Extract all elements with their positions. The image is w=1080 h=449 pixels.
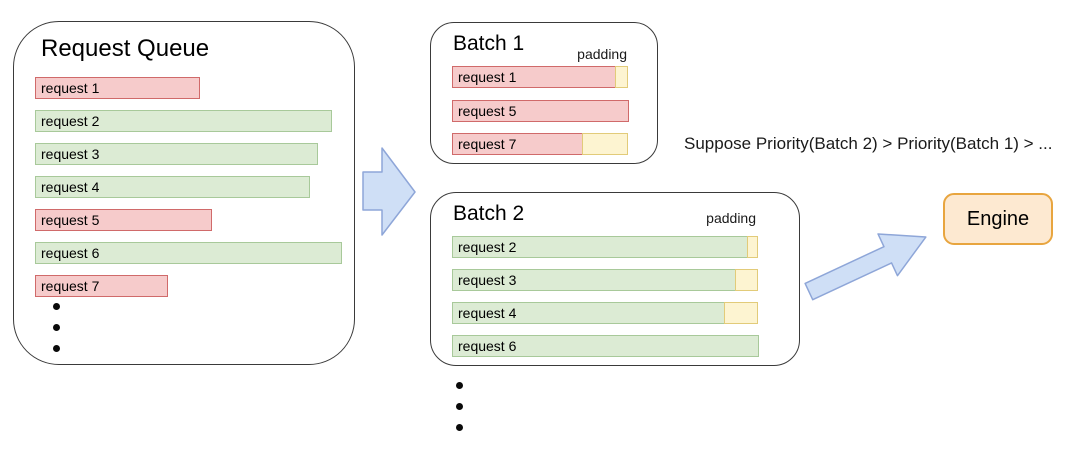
request-bar-row: request 4 xyxy=(35,176,310,198)
batch2-ellipsis-dots xyxy=(456,382,463,431)
queue-ellipsis-dots xyxy=(53,303,60,352)
request-bar: request 3 xyxy=(452,269,736,291)
request-bar-label: request 7 xyxy=(458,136,517,152)
padding-block xyxy=(746,236,758,258)
request-bar: request 4 xyxy=(35,176,310,198)
request-bar-row: request 1 xyxy=(452,66,628,88)
batch2-padding-label: padding xyxy=(706,210,756,226)
request-bar: request 1 xyxy=(452,66,616,88)
queue-to-batches-arrow-icon xyxy=(362,147,416,236)
batch2-rows: request 2 request 3 request 4 request 6 xyxy=(431,193,799,365)
request-bar-row: request 3 xyxy=(35,143,318,165)
padding-block xyxy=(734,269,758,291)
request-bar-row: request 7 xyxy=(35,275,168,297)
request-bar-label: request 3 xyxy=(41,146,100,162)
request-bar-row: request 2 xyxy=(452,236,758,258)
batch2-title: Batch 2 xyxy=(453,202,525,225)
padding-block xyxy=(723,302,758,324)
request-bar: request 6 xyxy=(452,335,759,357)
request-bar: request 4 xyxy=(452,302,725,324)
request-bar-label: request 2 xyxy=(458,239,517,255)
ellipsis-dot xyxy=(456,424,463,431)
request-bar: request 7 xyxy=(35,275,168,297)
batch1-title: Batch 1 xyxy=(453,32,525,55)
batches-to-engine-arrow-icon xyxy=(804,233,927,301)
request-bar-row: request 6 xyxy=(452,335,759,357)
request-bar-row: request 2 xyxy=(35,110,332,132)
request-bar-row: request 4 xyxy=(452,302,758,324)
request-bar-row: request 7 xyxy=(452,133,628,155)
request-bar-row: request 5 xyxy=(35,209,212,231)
padding-block xyxy=(614,66,628,88)
request-bar: request 3 xyxy=(35,143,318,165)
request-bar: request 2 xyxy=(452,236,748,258)
request-bar-label: request 6 xyxy=(41,245,100,261)
request-bar: request 5 xyxy=(452,100,629,122)
ellipsis-dot xyxy=(53,303,60,310)
request-bar: request 2 xyxy=(35,110,332,132)
priority-note: Suppose Priority(Batch 2) > Priority(Bat… xyxy=(684,134,1053,153)
request-bar-label: request 2 xyxy=(41,113,100,129)
request-queue-title: Request Queue xyxy=(41,35,210,62)
request-bar-row: request 1 xyxy=(35,77,200,99)
request-bar-label: request 6 xyxy=(458,338,517,354)
ellipsis-dot xyxy=(456,403,463,410)
request-bar-row: request 6 xyxy=(35,242,342,264)
ellipsis-dot xyxy=(53,324,60,331)
batch1-padding-label: padding xyxy=(577,46,627,62)
request-queue-rows: request 1 request 2 request 3 request 4 requ… xyxy=(14,22,354,364)
request-bar-label: request 1 xyxy=(41,80,100,96)
ellipsis-dot xyxy=(456,382,463,389)
request-bar: request 5 xyxy=(35,209,212,231)
batch1-rows: request 1 request 5 request 7 xyxy=(431,23,657,163)
request-bar-row: request 3 xyxy=(452,269,758,291)
request-bar-label: request 5 xyxy=(458,103,517,119)
request-bar: request 6 xyxy=(35,242,342,264)
engine-box: Engine xyxy=(943,193,1053,245)
request-bar: request 7 xyxy=(452,133,583,155)
padding-block xyxy=(581,133,628,155)
request-bar-label: request 1 xyxy=(458,69,517,85)
request-bar-row: request 5 xyxy=(452,100,629,122)
request-bar-label: request 4 xyxy=(458,305,517,321)
ellipsis-dot xyxy=(53,345,60,352)
request-bar-label: request 5 xyxy=(41,212,100,228)
request-bar-label: request 7 xyxy=(41,278,100,294)
engine-label: Engine xyxy=(966,207,1030,230)
request-bar-label: request 4 xyxy=(41,179,100,195)
request-bar: request 1 xyxy=(35,77,200,99)
request-bar-label: request 3 xyxy=(458,272,517,288)
